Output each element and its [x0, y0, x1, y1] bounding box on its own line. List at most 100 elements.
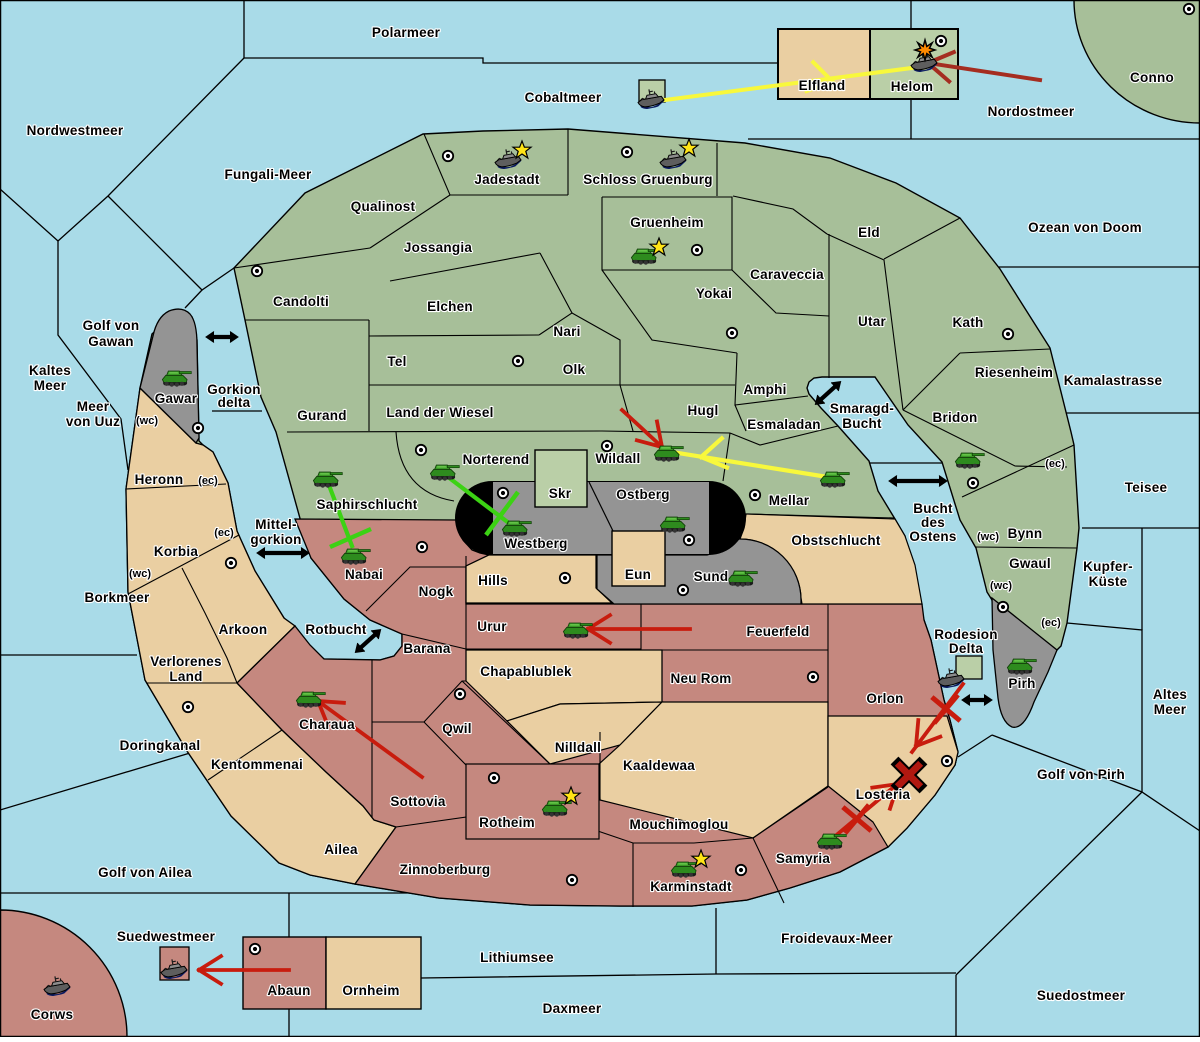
svg-text:Abaun: Abaun [267, 983, 310, 998]
svg-text:Nordwestmeer: Nordwestmeer [27, 123, 124, 138]
svg-text:Land: Land [169, 669, 202, 684]
svg-text:Esmaladan: Esmaladan [747, 417, 821, 432]
svg-text:Riesenheim: Riesenheim [975, 365, 1053, 380]
svg-text:Ailea: Ailea [324, 842, 358, 857]
svg-text:Conno: Conno [1130, 70, 1174, 85]
svg-text:Gruenheim: Gruenheim [630, 215, 704, 230]
svg-text:Gawar: Gawar [155, 391, 198, 406]
svg-text:von Uuz: von Uuz [66, 414, 120, 429]
svg-text:Sottovia: Sottovia [390, 794, 445, 809]
svg-text:Gwaul: Gwaul [1009, 556, 1051, 571]
svg-text:(wc): (wc) [129, 568, 151, 580]
svg-text:Smaragd-: Smaragd- [830, 401, 894, 416]
svg-text:Eun: Eun [625, 567, 651, 582]
svg-text:Jadestadt: Jadestadt [474, 172, 540, 187]
svg-text:Küste: Küste [1089, 574, 1128, 589]
svg-text:Elchen: Elchen [427, 299, 473, 314]
svg-text:Borkmeer: Borkmeer [84, 590, 150, 605]
svg-text:Verlorenes: Verlorenes [150, 654, 222, 669]
svg-text:Losteria: Losteria [856, 787, 911, 802]
svg-text:Mittel-: Mittel- [255, 517, 297, 532]
svg-text:Korbia: Korbia [154, 544, 198, 559]
svg-text:Pirh: Pirh [1008, 676, 1035, 691]
svg-text:Barana: Barana [403, 641, 451, 656]
svg-text:Ozean von Doom: Ozean von Doom [1028, 220, 1142, 235]
svg-text:Kath: Kath [953, 315, 984, 330]
svg-text:Norterend: Norterend [463, 452, 530, 467]
svg-text:Doringkanal: Doringkanal [120, 738, 201, 753]
svg-text:Gorkion: Gorkion [207, 382, 261, 397]
svg-text:Altes: Altes [1153, 687, 1187, 702]
svg-text:Ostens: Ostens [909, 529, 956, 544]
svg-text:(ec): (ec) [1041, 617, 1061, 629]
svg-text:Cobaltmeer: Cobaltmeer [525, 90, 602, 105]
svg-text:(ec): (ec) [214, 527, 234, 539]
svg-text:Kupfer-: Kupfer- [1083, 559, 1133, 574]
svg-text:Kentommenai: Kentommenai [211, 757, 303, 772]
svg-text:Polarmeer: Polarmeer [372, 25, 441, 40]
svg-text:(wc): (wc) [977, 531, 999, 543]
svg-text:Mouchimoglou: Mouchimoglou [630, 817, 729, 832]
svg-text:Ornheim: Ornheim [342, 983, 399, 998]
svg-text:Nilldall: Nilldall [555, 740, 601, 755]
svg-text:Ostberg: Ostberg [616, 487, 670, 502]
svg-text:delta: delta [218, 395, 251, 410]
svg-text:Bucht: Bucht [913, 501, 953, 516]
svg-text:Golf von: Golf von [83, 318, 140, 333]
svg-text:Orlon: Orlon [866, 691, 903, 706]
svg-text:Samyria: Samyria [776, 851, 831, 866]
svg-text:Lithiumsee: Lithiumsee [480, 950, 554, 965]
svg-text:Land der Wiesel: Land der Wiesel [386, 405, 493, 420]
svg-text:Hills: Hills [478, 573, 508, 588]
svg-text:Fungali-Meer: Fungali-Meer [224, 167, 312, 182]
svg-text:Feuerfeld: Feuerfeld [746, 624, 809, 639]
svg-text:Rodesion: Rodesion [934, 627, 998, 642]
svg-text:(ec): (ec) [198, 475, 218, 487]
svg-text:Meer: Meer [1154, 702, 1187, 717]
svg-text:Amphi: Amphi [743, 382, 786, 397]
svg-text:Corws: Corws [31, 1007, 74, 1022]
svg-text:Bridon: Bridon [933, 410, 978, 425]
svg-text:Schloss Gruenburg: Schloss Gruenburg [583, 172, 713, 187]
svg-text:Nabai: Nabai [345, 567, 383, 582]
svg-text:Meer: Meer [77, 399, 110, 414]
svg-text:Daxmeer: Daxmeer [543, 1001, 602, 1016]
svg-text:Caraveccia: Caraveccia [750, 267, 824, 282]
svg-text:Golf von Ailea: Golf von Ailea [98, 865, 192, 880]
svg-text:Hugl: Hugl [688, 403, 719, 418]
svg-text:Obstschlucht: Obstschlucht [791, 533, 881, 548]
svg-text:Urur: Urur [477, 619, 507, 634]
svg-text:Nordostmeer: Nordostmeer [988, 104, 1075, 119]
svg-text:Jossangia: Jossangia [404, 240, 473, 255]
svg-text:Saphirschlucht: Saphirschlucht [316, 497, 417, 512]
svg-text:Wildall: Wildall [595, 451, 640, 466]
svg-text:(wc): (wc) [990, 580, 1012, 592]
svg-text:Gawan: Gawan [88, 334, 134, 349]
svg-text:Skr: Skr [549, 486, 572, 501]
svg-text:Chapablublek: Chapablublek [480, 664, 572, 679]
svg-text:Elfland: Elfland [799, 78, 846, 93]
svg-text:Arkoon: Arkoon [219, 622, 268, 637]
svg-text:Yokai: Yokai [696, 286, 732, 301]
svg-text:Bynn: Bynn [1008, 526, 1043, 541]
svg-text:Froidevaux-Meer: Froidevaux-Meer [781, 931, 893, 946]
svg-text:Nari: Nari [553, 324, 580, 339]
svg-text:Bucht: Bucht [842, 416, 882, 431]
svg-text:Tel: Tel [387, 354, 406, 369]
svg-text:Meer: Meer [34, 378, 67, 393]
svg-text:Heronn: Heronn [135, 472, 184, 487]
svg-text:Kaaldewaa: Kaaldewaa [623, 758, 695, 773]
svg-text:Suedwestmeer: Suedwestmeer [117, 929, 216, 944]
svg-text:Olk: Olk [563, 362, 586, 377]
svg-text:Kaltes: Kaltes [29, 363, 71, 378]
svg-text:Helom: Helom [891, 79, 934, 94]
svg-text:Westberg: Westberg [504, 536, 567, 551]
svg-text:Eld: Eld [858, 225, 880, 240]
svg-text:Rotbucht: Rotbucht [305, 622, 366, 637]
svg-text:Kamalastrasse: Kamalastrasse [1064, 373, 1163, 388]
svg-text:Qwil: Qwil [442, 721, 472, 736]
svg-text:Nogk: Nogk [419, 584, 454, 599]
svg-text:Rotheim: Rotheim [479, 815, 535, 830]
svg-text:Sund: Sund [694, 569, 729, 584]
svg-text:Karminstadt: Karminstadt [650, 879, 732, 894]
